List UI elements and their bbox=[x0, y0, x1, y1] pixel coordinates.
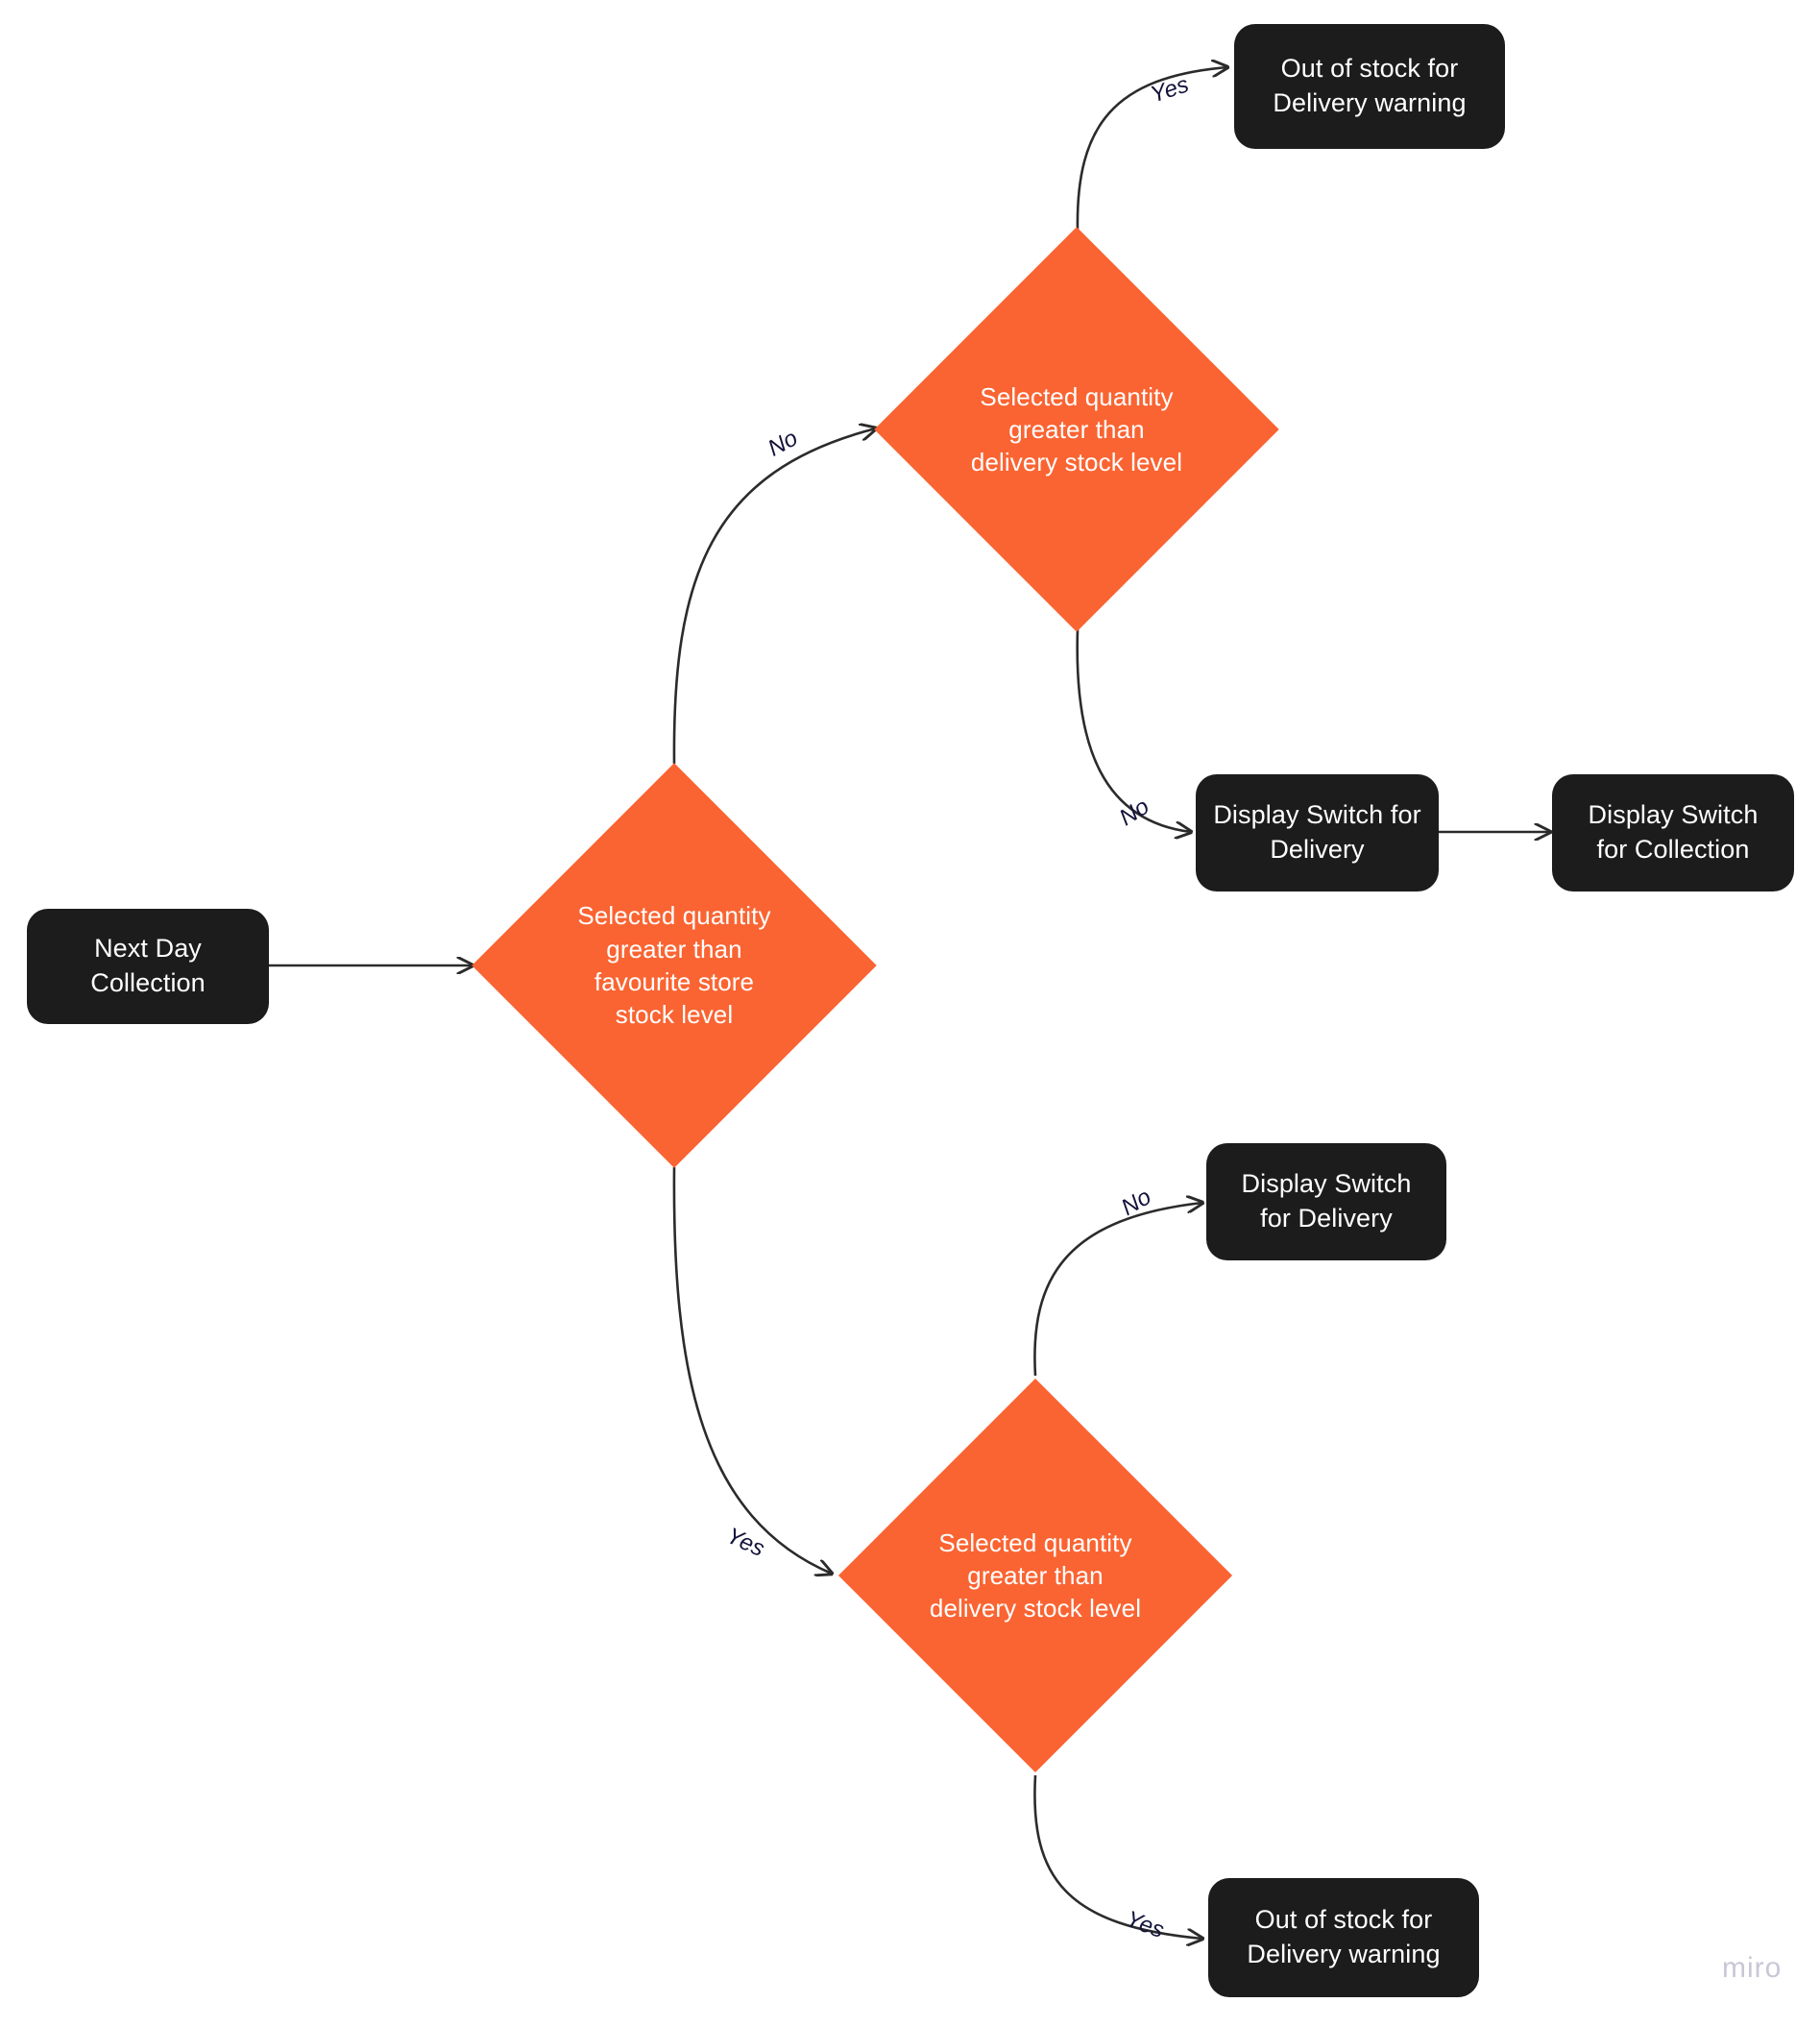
node-label: Out of stock for Delivery warning bbox=[1273, 54, 1467, 117]
edge-label-delivery-bottom-yes: Yes bbox=[1122, 1905, 1168, 1944]
node-out-of-stock-warning-bottom[interactable]: Out of stock for Delivery warning bbox=[1208, 1878, 1479, 1997]
node-decision-delivery-stock-bottom[interactable]: Selected quantity greater than delivery … bbox=[837, 1378, 1233, 1773]
node-label: Display Switch for Delivery bbox=[1241, 1169, 1412, 1233]
node-decision-favourite-store-stock[interactable]: Selected quantity greater than favourite… bbox=[472, 763, 877, 1168]
node-label: Selected quantity greater than delivery … bbox=[929, 1527, 1142, 1624]
node-label: Selected quantity greater than favourite… bbox=[577, 901, 771, 1030]
edge-label-delivery-bottom-no: No bbox=[1117, 1184, 1156, 1221]
node-label: Out of stock for Delivery warning bbox=[1247, 1905, 1441, 1968]
edge-label-delivery-top-no: No bbox=[1114, 793, 1154, 832]
node-label: Selected quantity greater than delivery … bbox=[970, 381, 1183, 477]
node-display-switch-delivery-bottom[interactable]: Display Switch for Delivery bbox=[1206, 1143, 1446, 1260]
node-display-switch-collection[interactable]: Display Switch for Collection bbox=[1552, 774, 1794, 891]
edge-label-store-no: No bbox=[764, 425, 802, 462]
edge-delivery-bottom-no-to-switch bbox=[1033, 1203, 1202, 1377]
node-decision-delivery-stock-top[interactable]: Selected quantity greater than delivery … bbox=[874, 227, 1279, 632]
node-out-of-stock-warning-top[interactable]: Out of stock for Delivery warning bbox=[1234, 24, 1505, 149]
edge-store-yes-to-delivery-bottom bbox=[672, 1166, 832, 1574]
node-display-switch-delivery-top[interactable]: Display Switch for Delivery bbox=[1196, 774, 1439, 891]
edge-delivery-bottom-yes-to-oos bbox=[1033, 1774, 1202, 1939]
miro-watermark: miro bbox=[1722, 1952, 1783, 1984]
edge-store-no-to-delivery-top bbox=[672, 428, 876, 765]
node-next-day-collection[interactable]: Next Day Collection bbox=[27, 909, 269, 1024]
node-label: Display Switch for Delivery bbox=[1213, 800, 1421, 864]
edge-label-delivery-top-yes: Yes bbox=[1147, 71, 1193, 109]
node-label: Next Day Collection bbox=[90, 934, 206, 997]
edge-label-store-yes: Yes bbox=[722, 1523, 768, 1563]
node-label: Display Switch for Collection bbox=[1588, 800, 1759, 864]
